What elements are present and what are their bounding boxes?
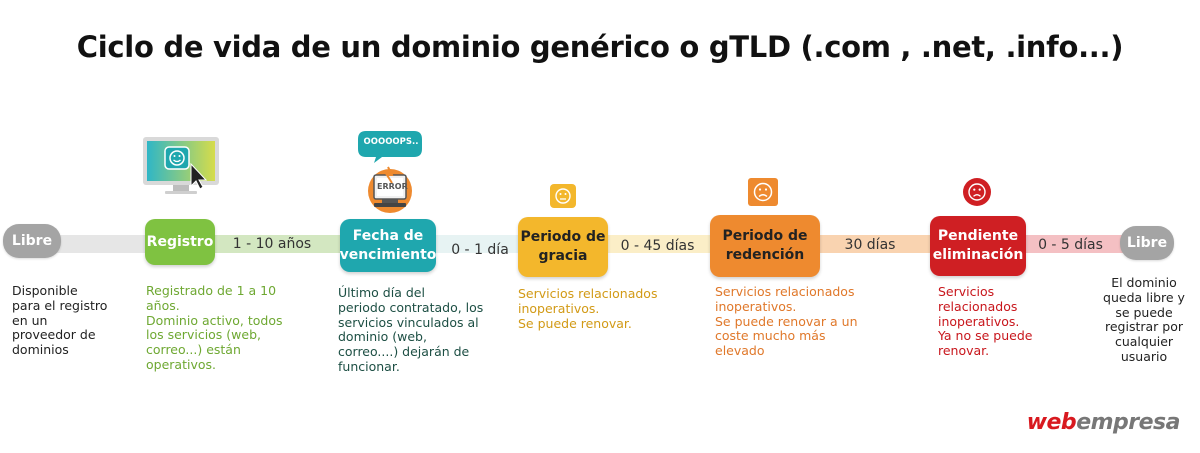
error-bubble-text: OOOOOPS.. (363, 137, 419, 147)
stage-libre-end: Libre (1120, 226, 1174, 260)
desc-line: renovar. (938, 343, 990, 358)
desc-line: operativos. (146, 356, 216, 372)
desc-line: relacionados (938, 298, 1018, 314)
stage-eliminacion: Pendiente eliminación (930, 216, 1026, 276)
stage-redencion-label-2: redención (725, 247, 805, 263)
desc-line: inoperativos. (938, 313, 1020, 329)
desc-line: funcionar. (338, 358, 400, 374)
duration-vencimiento: 0 - 1 día (451, 242, 509, 258)
stage-redencion-label-1: Periodo de (722, 228, 808, 245)
desc-line: coste mucho más (715, 328, 826, 344)
desc-line: Servicios (938, 284, 995, 299)
desc-redencion: Servicios relacionados inoperativos. Se … (715, 284, 880, 359)
desc-line: servicios vinculados al (338, 314, 479, 330)
desc-line: queda libre y (1103, 289, 1185, 305)
neutral-face-icon (550, 184, 576, 208)
desc-line: Se puede renovar. (518, 315, 632, 331)
timeline-bar-gracia (572, 235, 722, 253)
diagram-title: Ciclo de vida de un dominio genérico o g… (76, 30, 1124, 64)
stage-vencimiento-label-2: vencimiento (339, 246, 437, 263)
duration-eliminacion: 0 - 5 días (1038, 237, 1103, 253)
desc-vencimiento: Último día del periodo contratado, los s… (338, 285, 498, 375)
logo-web: web (1026, 410, 1077, 435)
desc-line: Disponible (12, 283, 78, 298)
timeline-bar-vencimiento (430, 235, 530, 253)
timeline-bar-registro (205, 235, 350, 253)
desc-line: registrar por (1104, 319, 1183, 335)
stage-libre-end-label: Libre (1126, 235, 1168, 251)
desc-line: usuario (1120, 348, 1168, 364)
stage-gracia: Periodo de gracia (518, 217, 608, 277)
sad-face-icon (748, 178, 778, 206)
logo-empresa: empresa (1076, 410, 1180, 435)
stage-gracia-label-2: gracia (538, 248, 588, 264)
desc-line: inoperativos. (715, 298, 797, 314)
desc-gracia: Servicios relacionados inoperativos. Se … (518, 286, 678, 331)
desc-line: cualquier (1114, 334, 1174, 349)
stage-libre-start-label: Libre (11, 233, 53, 249)
desc-line: Dominio activo, todos (146, 312, 283, 328)
desc-line: dominio (web, (338, 329, 427, 345)
duration-registro: 1 - 10 años (232, 236, 312, 252)
timeline-bar-eliminacion (1018, 235, 1128, 253)
error-computer-icon: OOOOOPS.. ERROR (352, 127, 432, 217)
desc-line: Registrado de 1 a 10 (146, 283, 277, 298)
desc-line: El dominio (1111, 275, 1177, 290)
stage-vencimiento: Fecha de vencimiento (340, 219, 436, 272)
stage-registro: Registro (145, 219, 215, 265)
desc-line: Ya no se puede (938, 328, 1033, 344)
stage-registro-label: Registro (146, 233, 214, 250)
very-sad-face-icon (963, 178, 991, 206)
desc-line: los servicios (web, (146, 327, 261, 343)
desc-line: Servicios relacionados (518, 286, 658, 301)
monitor-smile-icon (143, 137, 219, 194)
desc-line: dominios (12, 342, 69, 357)
desc-libre-start: Disponible para el registro en un provee… (12, 283, 117, 358)
stage-eliminacion-label-2: eliminación (932, 247, 1024, 263)
desc-line: Se puede renovar a un (715, 313, 858, 329)
stage-libre-start: Libre (3, 224, 61, 258)
stage-eliminacion-label-1: Pendiente (937, 228, 1019, 245)
desc-line: periodo contratado, los (338, 299, 484, 315)
desc-line: correo....) dejarán de (338, 344, 470, 359)
stage-gracia-label-1: Periodo de (520, 229, 606, 246)
desc-line: inoperativos. (518, 300, 600, 316)
desc-line: se puede (1115, 304, 1173, 320)
stage-vencimiento-label-1: Fecha de (352, 227, 424, 244)
desc-eliminacion: Servicios relacionados inoperativos. Ya … (938, 284, 1058, 359)
desc-line: elevado (715, 343, 765, 358)
desc-line: Último día del (338, 285, 425, 300)
desc-line: años. (146, 297, 180, 313)
desc-line: para el registro (12, 297, 108, 313)
stage-redencion: Periodo de redención (710, 215, 820, 277)
desc-line: en un (12, 312, 48, 328)
desc-registro: Registrado de 1 a 10 años. Dominio activ… (146, 283, 296, 373)
desc-line: Servicios relacionados (715, 284, 855, 299)
desc-line: correo...) están (146, 342, 241, 357)
duration-redencion: 30 días (844, 237, 896, 253)
desc-libre-end: El dominio queda libre y se puede regist… (1094, 275, 1194, 365)
timeline-bar-libre (40, 235, 155, 253)
duration-gracia: 0 - 45 días (620, 238, 695, 254)
error-screen-text: ERROR (377, 182, 408, 191)
webempresa-logo: webempresa (1026, 410, 1181, 435)
timeline-bar-redencion (810, 235, 940, 253)
desc-line: proveedor de (12, 327, 96, 343)
